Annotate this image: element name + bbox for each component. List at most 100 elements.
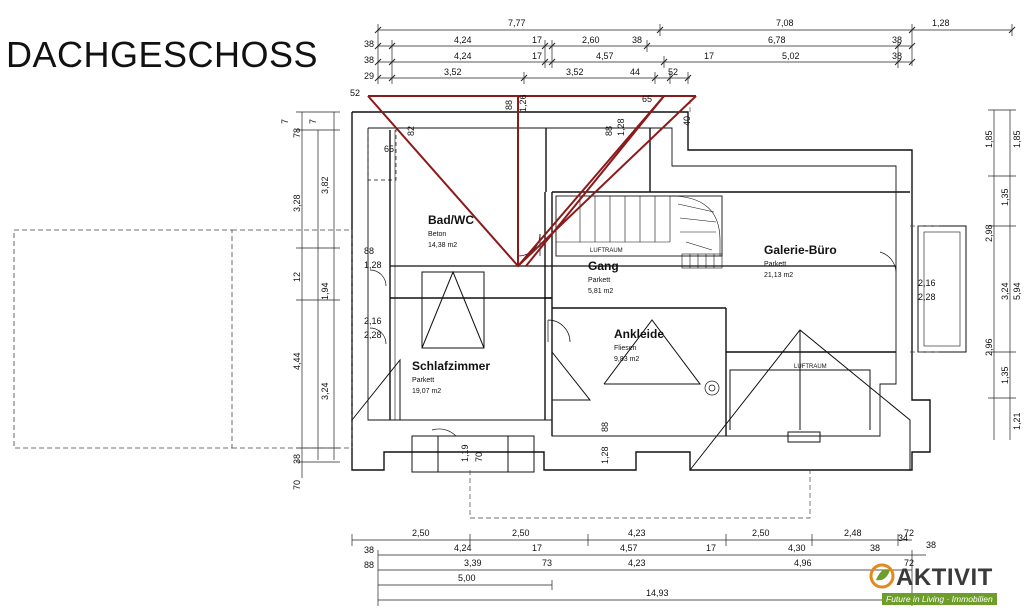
dim-text: 38	[364, 39, 374, 49]
dim-text: 3,39	[464, 558, 482, 568]
dim-text: 52	[350, 88, 360, 98]
dim-text: 6,78	[768, 35, 786, 45]
inner-dimension-texts: 52 88 1,26 65 40 82 65 88 1,28 88 1,28 2…	[350, 88, 936, 464]
dim-text: 1,19	[460, 444, 470, 462]
right-dimension-lines	[988, 109, 1016, 440]
dim-text: 1,28	[932, 18, 950, 28]
dim-text: 4,23	[628, 528, 646, 538]
dim-text: 1,28	[364, 260, 382, 270]
dim-text: 2,60	[582, 35, 600, 45]
luftraum-label: LUFTRAUM	[590, 248, 623, 254]
dim-text: 1,35	[1000, 366, 1010, 384]
dim-text: 38	[870, 543, 880, 553]
top-dimension-lines	[377, 24, 1013, 84]
room-material: Parkett	[412, 377, 434, 384]
room-name: Gang	[588, 259, 619, 273]
dim-text: 65	[384, 144, 394, 154]
dim-text: 1,28	[616, 118, 626, 136]
roof-outline-red	[367, 95, 697, 268]
dim-text: 72	[904, 558, 914, 568]
dim-text: 38	[632, 35, 642, 45]
dim-text: 2,28	[918, 292, 936, 302]
logo-name: AKTIVIT	[896, 564, 993, 591]
dim-text: 2,16	[364, 316, 382, 326]
dim-text: 3,52	[566, 67, 584, 77]
room-gang: Gang Parkett 5,81 m2	[588, 259, 619, 295]
dim-text: 2,50	[752, 528, 770, 538]
dim-text: 88	[364, 560, 374, 570]
room-schlafzimmer: Schlafzimmer Parkett 19,07 m2	[412, 359, 490, 395]
dim-text: 4,24	[454, 543, 472, 553]
dim-text: 1,28	[600, 446, 610, 464]
dim-text: 1,85	[984, 130, 994, 148]
dim-text: 1,94	[320, 282, 330, 300]
dim-text: 17	[532, 51, 542, 61]
dim-text: 5,94	[1012, 282, 1022, 300]
dashed-lines	[351, 100, 940, 519]
dim-text: 2,28	[364, 330, 382, 340]
room-name: Galerie-Büro	[764, 243, 837, 257]
dim-text: 17	[704, 51, 714, 61]
dim-text: 73	[542, 558, 552, 568]
roof-dormers	[351, 319, 911, 473]
dim-text: 2,96	[984, 338, 994, 356]
dim-text: 4,24	[454, 35, 472, 45]
luftraum-label: LUFTRAUM	[794, 364, 827, 370]
room-material: Fliesen	[614, 345, 637, 352]
room-ankleide: Ankleide Fliesen 9,83 m2	[614, 327, 664, 363]
dim-text: 88	[604, 126, 614, 136]
dim-text: 82	[406, 126, 416, 136]
page-title: DACHGESCHOSS	[6, 34, 319, 75]
dim-text: 17	[532, 35, 542, 45]
room-area: 21,13 m2	[764, 272, 793, 279]
dim-text: 4,44	[292, 352, 302, 370]
room-area: 5,81 m2	[588, 288, 613, 295]
staircase	[556, 195, 723, 269]
dim-text: 4,96	[794, 558, 812, 568]
dim-text: 7,77	[508, 18, 526, 28]
room-galerie-buero: Galerie-Büro Parkett 21,13 m2	[764, 243, 837, 279]
room-area: 14,38 m2	[428, 242, 457, 249]
dim-text: 3,28	[292, 194, 302, 212]
dim-text: 2,50	[512, 528, 530, 538]
dim-text: 7	[308, 119, 318, 124]
dim-text: 72	[904, 528, 914, 538]
room-name: Schlafzimmer	[412, 359, 490, 373]
dim-text: 4,23	[628, 558, 646, 568]
bottom-dimension-lines	[351, 534, 926, 606]
dim-text: 70	[474, 452, 484, 462]
dim-text: 1,35	[1000, 188, 1010, 206]
balcony-right	[917, 225, 967, 353]
dim-text: 2,16	[918, 278, 936, 288]
dim-text: 17	[532, 543, 542, 553]
dim-text: 7,08	[776, 18, 794, 28]
dim-text: 38	[364, 545, 374, 555]
dim-text: 38	[926, 540, 936, 550]
dim-text: 1,26	[518, 94, 528, 112]
dim-text: 44	[630, 67, 640, 77]
dim-text: 14,93	[646, 588, 669, 598]
dim-text: 88	[364, 246, 374, 256]
logo-leaf-icon	[869, 563, 895, 589]
dim-text: 38	[892, 35, 902, 45]
dim-text: 2,98	[984, 224, 994, 242]
dim-text: 4,24	[454, 51, 472, 61]
chimney	[421, 270, 485, 349]
left-dimension-texts: 7 78 7 3,28 3,82 12 1,94 4,44 3,24 38 70	[280, 119, 330, 490]
dim-text: 3,82	[320, 176, 330, 194]
room-bad-wc: Bad/WC Beton 14,38 m2	[428, 213, 474, 249]
dim-text: 5,02	[782, 51, 800, 61]
logo-tagline: Future in Living · Immobilien	[882, 593, 997, 605]
dim-text: 4,57	[596, 51, 614, 61]
dim-text: 38	[364, 55, 374, 65]
room-material: Parkett	[764, 261, 786, 268]
dim-text: 3,24	[320, 382, 330, 400]
dim-text: 3,52	[444, 67, 462, 77]
dim-text: 38	[892, 51, 902, 61]
dim-text: 5,00	[458, 573, 476, 583]
room-name: Ankleide	[614, 327, 664, 341]
dim-text: 3,24	[1000, 282, 1010, 300]
dim-text: 70	[292, 480, 302, 490]
